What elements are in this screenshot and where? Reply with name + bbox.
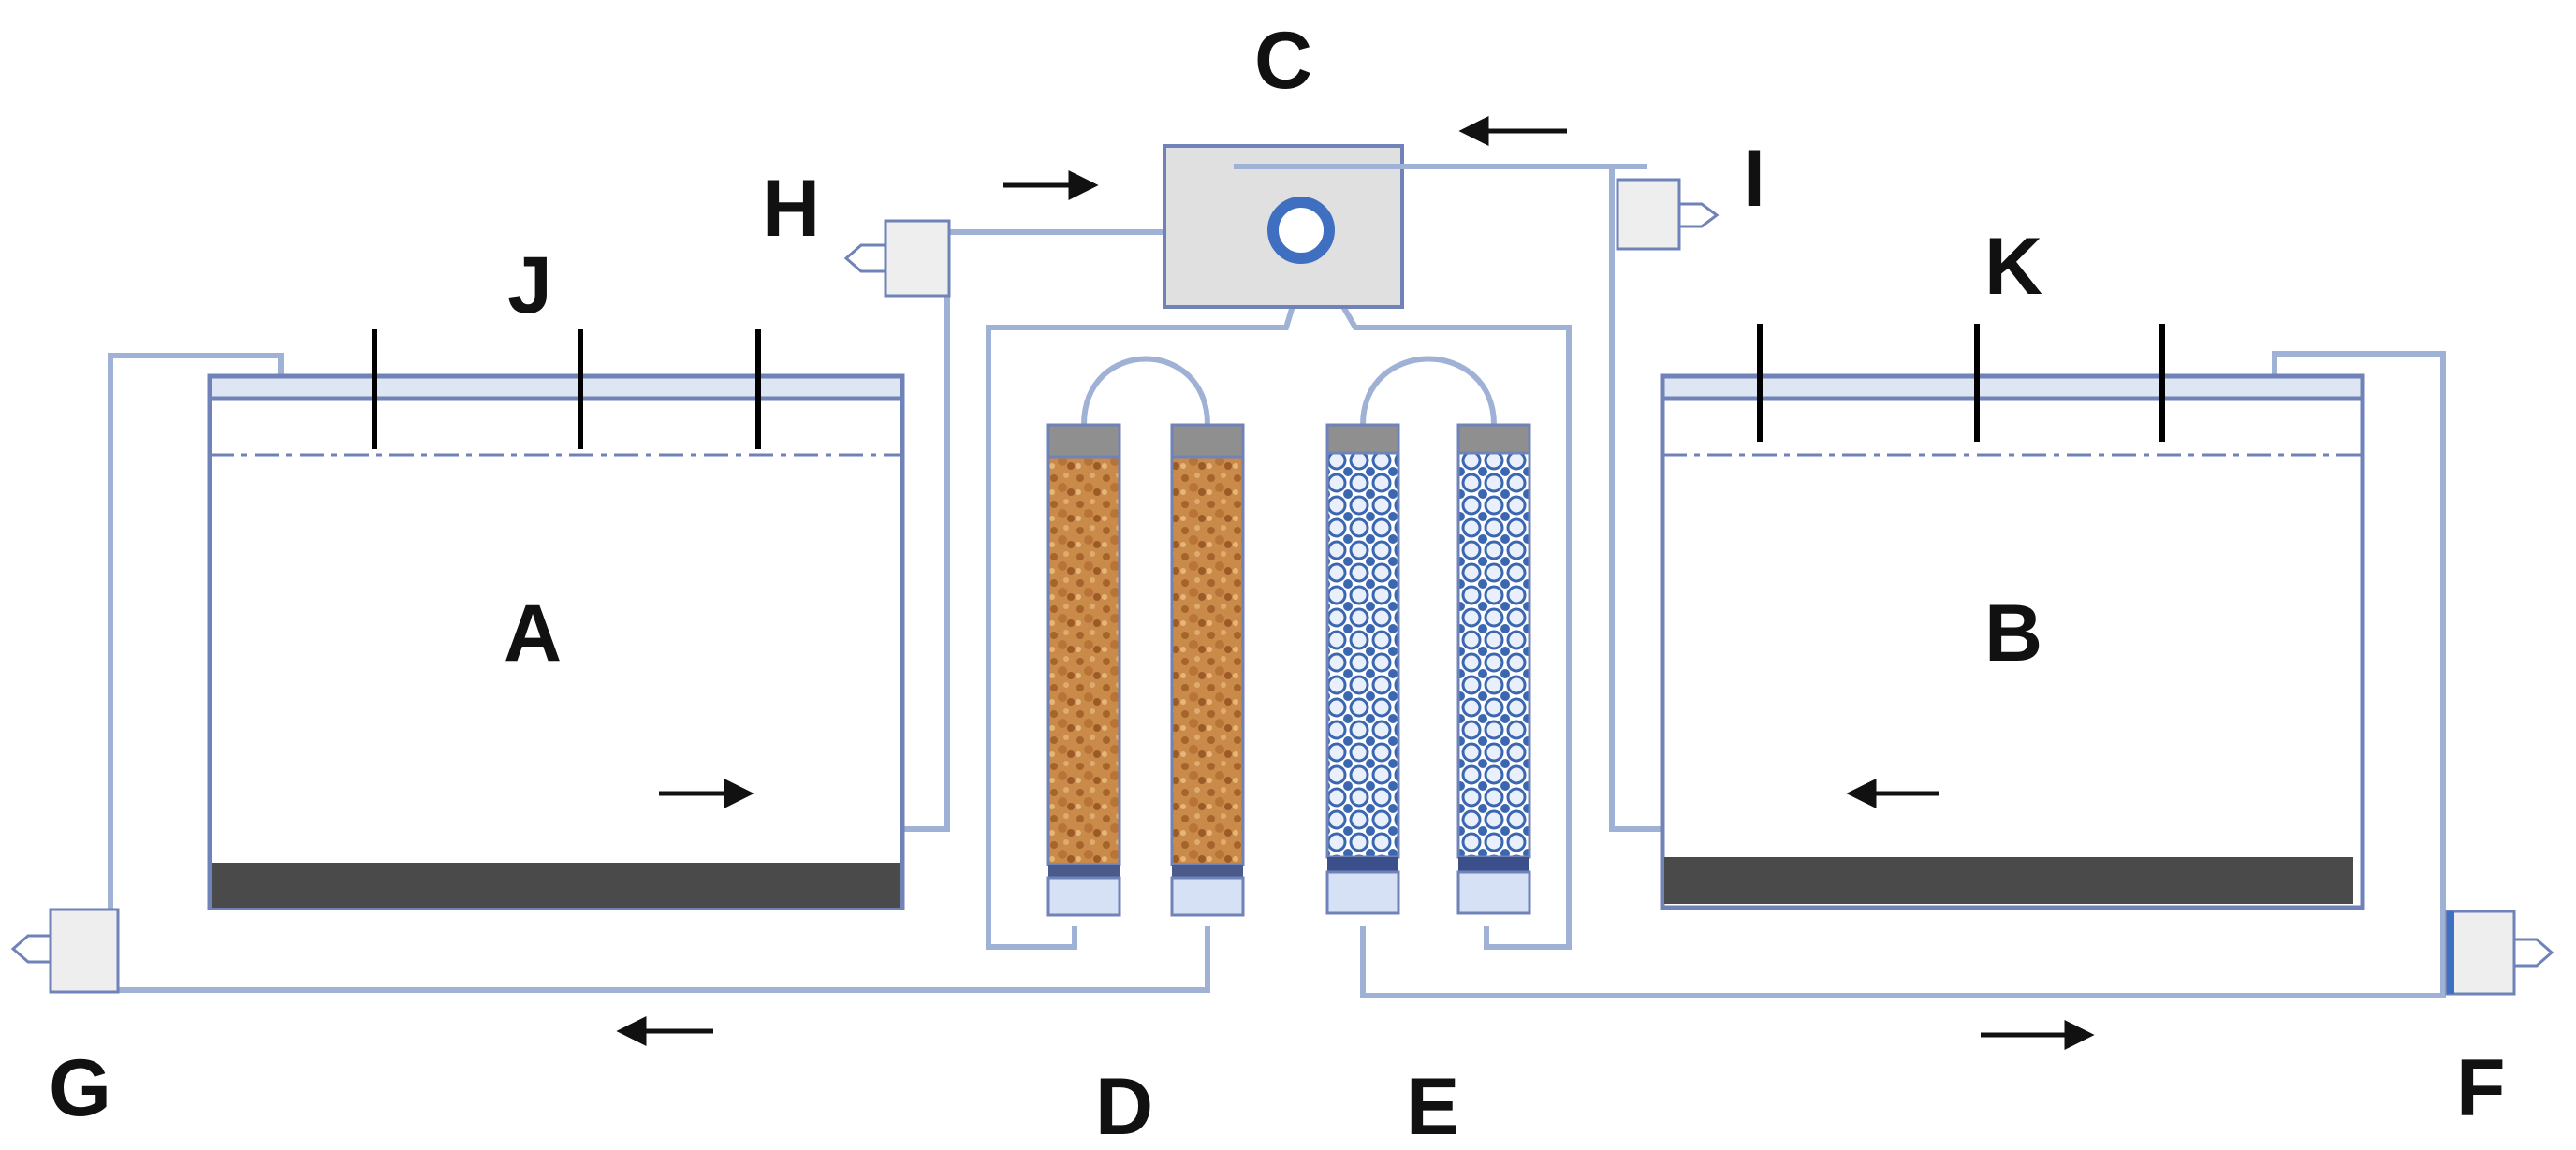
tank-a-electrodes <box>372 329 761 449</box>
arrow-right-icon <box>1981 1019 2095 1051</box>
tank-b-sediment <box>1664 857 2353 904</box>
label-i: I <box>1743 134 1765 224</box>
label-a: A <box>504 589 562 678</box>
pipe-d-ubend <box>1081 356 1210 426</box>
label-c: C <box>1254 16 1312 106</box>
label-f: F <box>2456 1043 2506 1133</box>
arrow-left-icon <box>1458 115 1567 147</box>
label-h: H <box>762 164 820 254</box>
arrow-left-icon <box>616 1015 713 1047</box>
column-e1 <box>1325 423 1400 915</box>
tank-a <box>207 329 905 910</box>
label-k: K <box>1984 222 2042 312</box>
label-d: D <box>1095 1062 1153 1150</box>
pipe-e-to-f <box>1360 351 2446 998</box>
column-d2 <box>1170 423 1245 917</box>
component-labels: A B C D E F G H I J K <box>49 16 2506 1150</box>
tank-a-sediment <box>212 863 900 908</box>
tank-a-lid <box>207 373 905 401</box>
label-g: G <box>49 1043 111 1133</box>
label-e: E <box>1406 1062 1459 1150</box>
pipe-pump-to-e <box>1313 258 1572 950</box>
column-d1 <box>1046 423 1121 917</box>
arrow-right-icon <box>1003 169 1099 201</box>
arrow-left-icon <box>1846 778 1939 809</box>
pipe-e-ubend <box>1360 356 1497 426</box>
column-group-e <box>1325 423 1531 915</box>
label-j: J <box>507 240 552 330</box>
valve-h <box>843 219 951 298</box>
pipe-d-to-g <box>108 353 1210 993</box>
column-group-d <box>1046 423 1245 917</box>
arrow-right-icon <box>659 778 754 809</box>
pump-rotor-icon <box>1267 197 1335 264</box>
tank-a-body <box>207 388 905 910</box>
label-b: B <box>1984 589 2042 678</box>
valve-i <box>1616 178 1720 251</box>
tank-b-body <box>1660 388 2365 910</box>
flow-arrows <box>616 115 2095 1051</box>
tank-b-electrodes <box>1757 324 2165 442</box>
tank-b-lid <box>1660 373 2365 401</box>
valve-f <box>2445 910 2554 996</box>
valve-g <box>10 908 120 994</box>
pipe-pump-to-d <box>986 265 1308 950</box>
peristaltic-pump <box>1163 144 1647 309</box>
tank-b <box>1660 324 2365 910</box>
column-e2 <box>1456 423 1531 915</box>
